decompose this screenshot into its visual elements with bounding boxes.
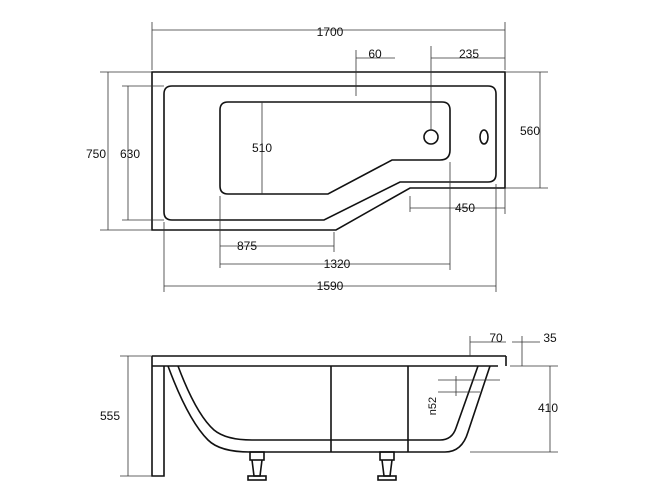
foot-base bbox=[247, 475, 267, 481]
dim-label-555: 555 bbox=[100, 409, 120, 423]
dim-label-560: 560 bbox=[520, 124, 540, 138]
foot-left bbox=[247, 451, 267, 481]
dim-label-35: 35 bbox=[543, 331, 557, 345]
dim-label-510: 510 bbox=[252, 141, 272, 155]
tub-outer-outline bbox=[151, 71, 506, 231]
dim-label-875: 875 bbox=[237, 239, 257, 253]
foot-leg bbox=[251, 459, 263, 477]
foot-right bbox=[377, 451, 397, 481]
tub-basin-outline bbox=[219, 101, 451, 195]
dim-label-235: 235 bbox=[459, 47, 479, 61]
overflow-ellipse bbox=[479, 129, 489, 145]
dim-label-70: 70 bbox=[489, 331, 503, 345]
dim-label-n52: n52 bbox=[427, 397, 439, 415]
foot-plate bbox=[379, 451, 395, 461]
side-inner-hull bbox=[177, 365, 479, 441]
dim-label-410: 410 bbox=[538, 401, 558, 415]
foot-leg bbox=[381, 459, 393, 477]
tub-inner-rim bbox=[163, 85, 497, 221]
dim-label-60: 60 bbox=[368, 47, 382, 61]
dim-label-750: 750 bbox=[86, 147, 106, 161]
side-outer-hull bbox=[167, 365, 491, 453]
side-view: 555 70 35 410 n52 bbox=[100, 331, 558, 481]
dim-label-1590: 1590 bbox=[317, 279, 344, 293]
side-end-panel bbox=[151, 356, 165, 477]
foot-plate bbox=[249, 451, 265, 461]
plan-view: 1700 60 235 750 630 510 560 450 bbox=[86, 22, 548, 293]
foot-base bbox=[377, 475, 397, 481]
dim-label-450: 450 bbox=[455, 201, 475, 215]
drain-circle bbox=[423, 129, 439, 145]
dim-label-630: 630 bbox=[120, 147, 140, 161]
dim-label-1700: 1700 bbox=[317, 25, 344, 39]
dim-label-1320: 1320 bbox=[324, 257, 351, 271]
